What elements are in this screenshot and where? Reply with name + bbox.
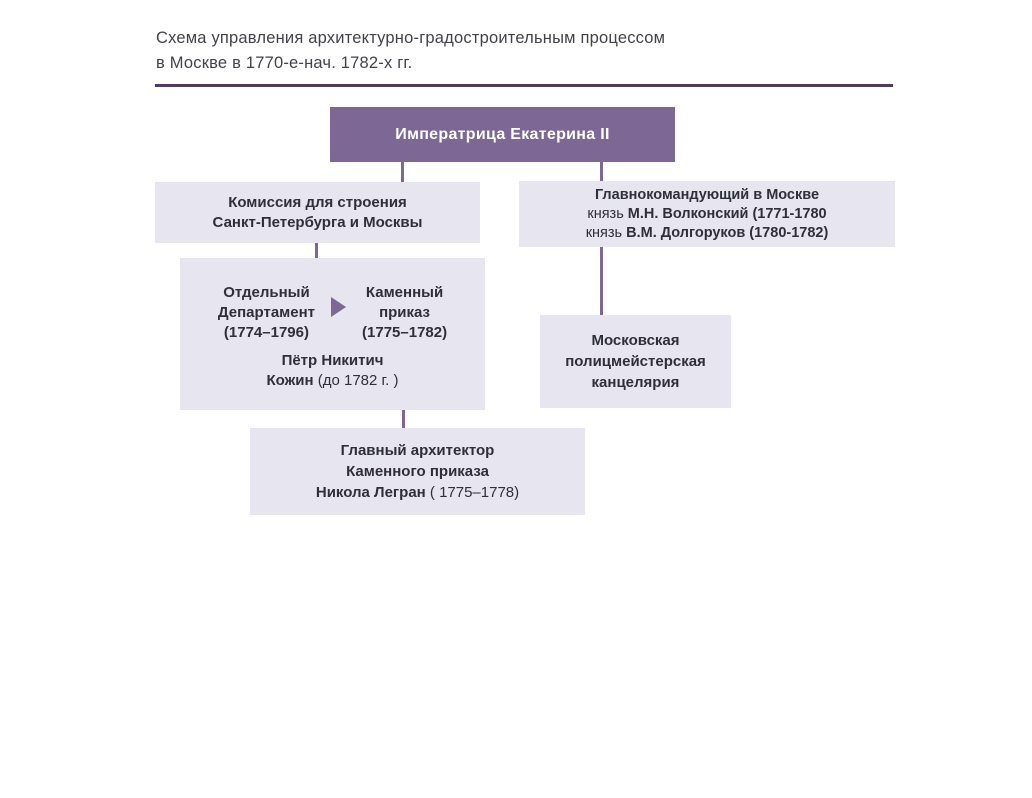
- department-col-dates: (1774–1796): [223, 324, 309, 341]
- arrow-right-icon: [331, 297, 347, 317]
- police-line-2: полицмейстерская: [565, 353, 706, 370]
- police-line-1: Московская: [591, 332, 680, 349]
- department-col-line: Департамент: [217, 304, 316, 321]
- architect-name-line: Никола Легран ( 1775–1778): [315, 484, 520, 501]
- prikaz-col-dates: (1775–1782): [362, 324, 448, 341]
- title-line-1: Схема управления архитектурно-градострои…: [156, 29, 666, 47]
- police-line-3: канцелярия: [591, 374, 680, 391]
- commission-line-2: Санкт-Петербурга и Москвы: [212, 213, 423, 231]
- commission-line-1: Комиссия для строения: [228, 193, 407, 211]
- kozhin-person: Пётр Никитич Кожин (до 1782 г. ): [267, 351, 399, 391]
- department-columns: Отдельный Департамент (1774–1796) Каменн…: [218, 283, 447, 343]
- connector-empress-commission: [401, 162, 404, 182]
- architect-line-1: Главный архитектор: [340, 442, 495, 459]
- box-police-office: Московская полицмейстерская канцелярия: [540, 315, 731, 408]
- commander-volkonsky-line: князь М.Н. Волконский (1771-1780: [587, 205, 827, 222]
- title-divider: [155, 84, 893, 87]
- box-commander: Главнокомандующий в Москве князь М.Н. Во…: [519, 181, 895, 247]
- architect-line-2: Каменного приказа: [346, 463, 489, 480]
- box-chief-architect: Главный архитектор Каменного приказа Ник…: [250, 428, 585, 515]
- kozhin-name-line-2: Кожин (до 1782 г. ): [266, 372, 399, 389]
- box-empress: Императрица Екатерина II: [330, 107, 675, 162]
- prikaz-column: Каменный приказ (1775–1782): [362, 283, 447, 343]
- connector-department-architect: [402, 410, 405, 428]
- title-line-2: в Москве в 1770-е-нач. 1782-х гг.: [156, 54, 413, 72]
- prikaz-col-line: Каменный: [365, 284, 444, 301]
- prikaz-col-line: приказ: [379, 304, 431, 321]
- commander-dolgorukov-line: князь В.М. Долгоруков (1780-1782): [585, 224, 829, 241]
- box-department-prikaz: Отдельный Департамент (1774–1796) Каменн…: [180, 258, 485, 410]
- empress-label: Императрица Екатерина II: [395, 125, 610, 143]
- box-commission: Комиссия для строения Санкт-Петербурга и…: [155, 182, 480, 243]
- diagram-title: Схема управления архитектурно-градострои…: [156, 26, 665, 76]
- commander-title: Главнокомандующий в Москве: [594, 186, 820, 203]
- department-column: Отдельный Департамент (1774–1796): [218, 283, 315, 343]
- connector-commission-department: [315, 243, 318, 258]
- connector-commander-police: [600, 247, 603, 315]
- department-col-line: Отдельный: [223, 284, 310, 301]
- connector-empress-commander: [600, 162, 603, 181]
- kozhin-name-line-1: Пётр Никитич: [281, 352, 384, 369]
